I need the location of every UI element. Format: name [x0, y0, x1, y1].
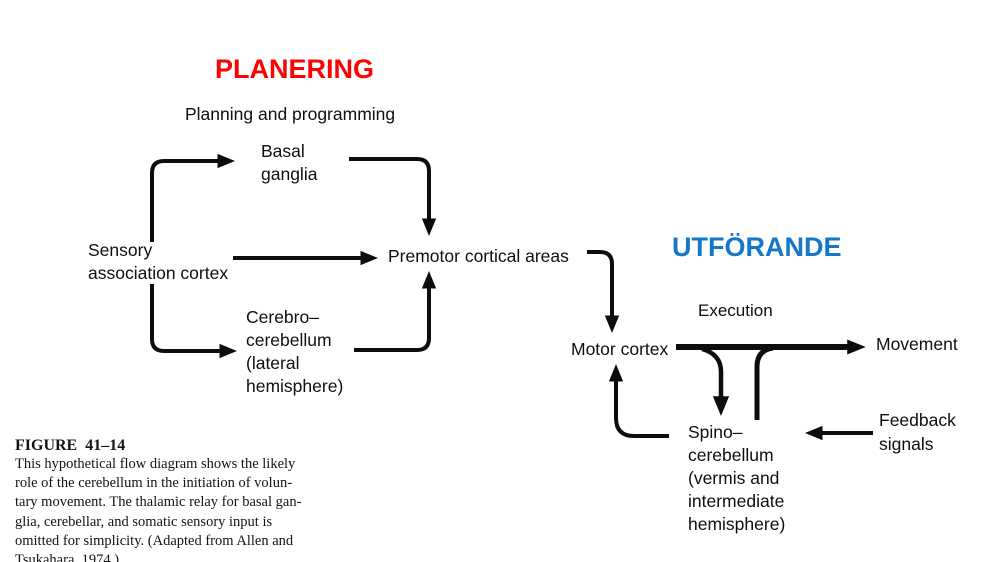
arrow-premotor-to-motor	[587, 250, 620, 333]
figure-caption-body: This hypothetical flow diagram shows the…	[15, 456, 302, 562]
figure-caption: FIGURE 41–14 This hypothetical flow diag…	[15, 436, 333, 562]
node-basal-ganglia: Basal ganglia	[261, 141, 318, 184]
arrow-sensory-to-cerebrocerebellum	[150, 284, 237, 359]
node-movement: Movement	[876, 334, 958, 354]
planning-phase-heading: PLANERING	[215, 54, 375, 84]
line-spinocerebellum-to-movementline	[754, 345, 774, 420]
node-feedback-signals: Feedback signals	[879, 410, 956, 454]
arrow-spinocerebellum-to-motor	[608, 364, 669, 438]
planning-programming-label: Planning and programming	[185, 104, 396, 124]
execution-phase-heading: UTFÖRANDE	[672, 232, 842, 262]
execution-label: Execution	[698, 301, 773, 320]
arrow-sensory-to-basal	[150, 153, 235, 242]
arrow-cerebrocerebellum-to-premotor	[354, 271, 437, 352]
arrow-motorline-to-spinocerebellum	[701, 346, 730, 416]
node-motor-cortex: Motor cortex	[571, 339, 669, 359]
node-spino-cerebellum: Spino– cerebellum (vermis and intermedia…	[688, 422, 786, 534]
node-sensory-association-cortex: Sensory association cortex	[88, 240, 229, 283]
figure-caption-title: FIGURE 41–14	[15, 437, 126, 454]
node-cerebro-cerebellum: Cerebro– cerebellum (lateral hemisphere)	[246, 307, 344, 396]
arrow-basal-to-premotor	[349, 157, 437, 236]
node-premotor-cortical-areas: Premotor cortical areas	[388, 246, 569, 266]
